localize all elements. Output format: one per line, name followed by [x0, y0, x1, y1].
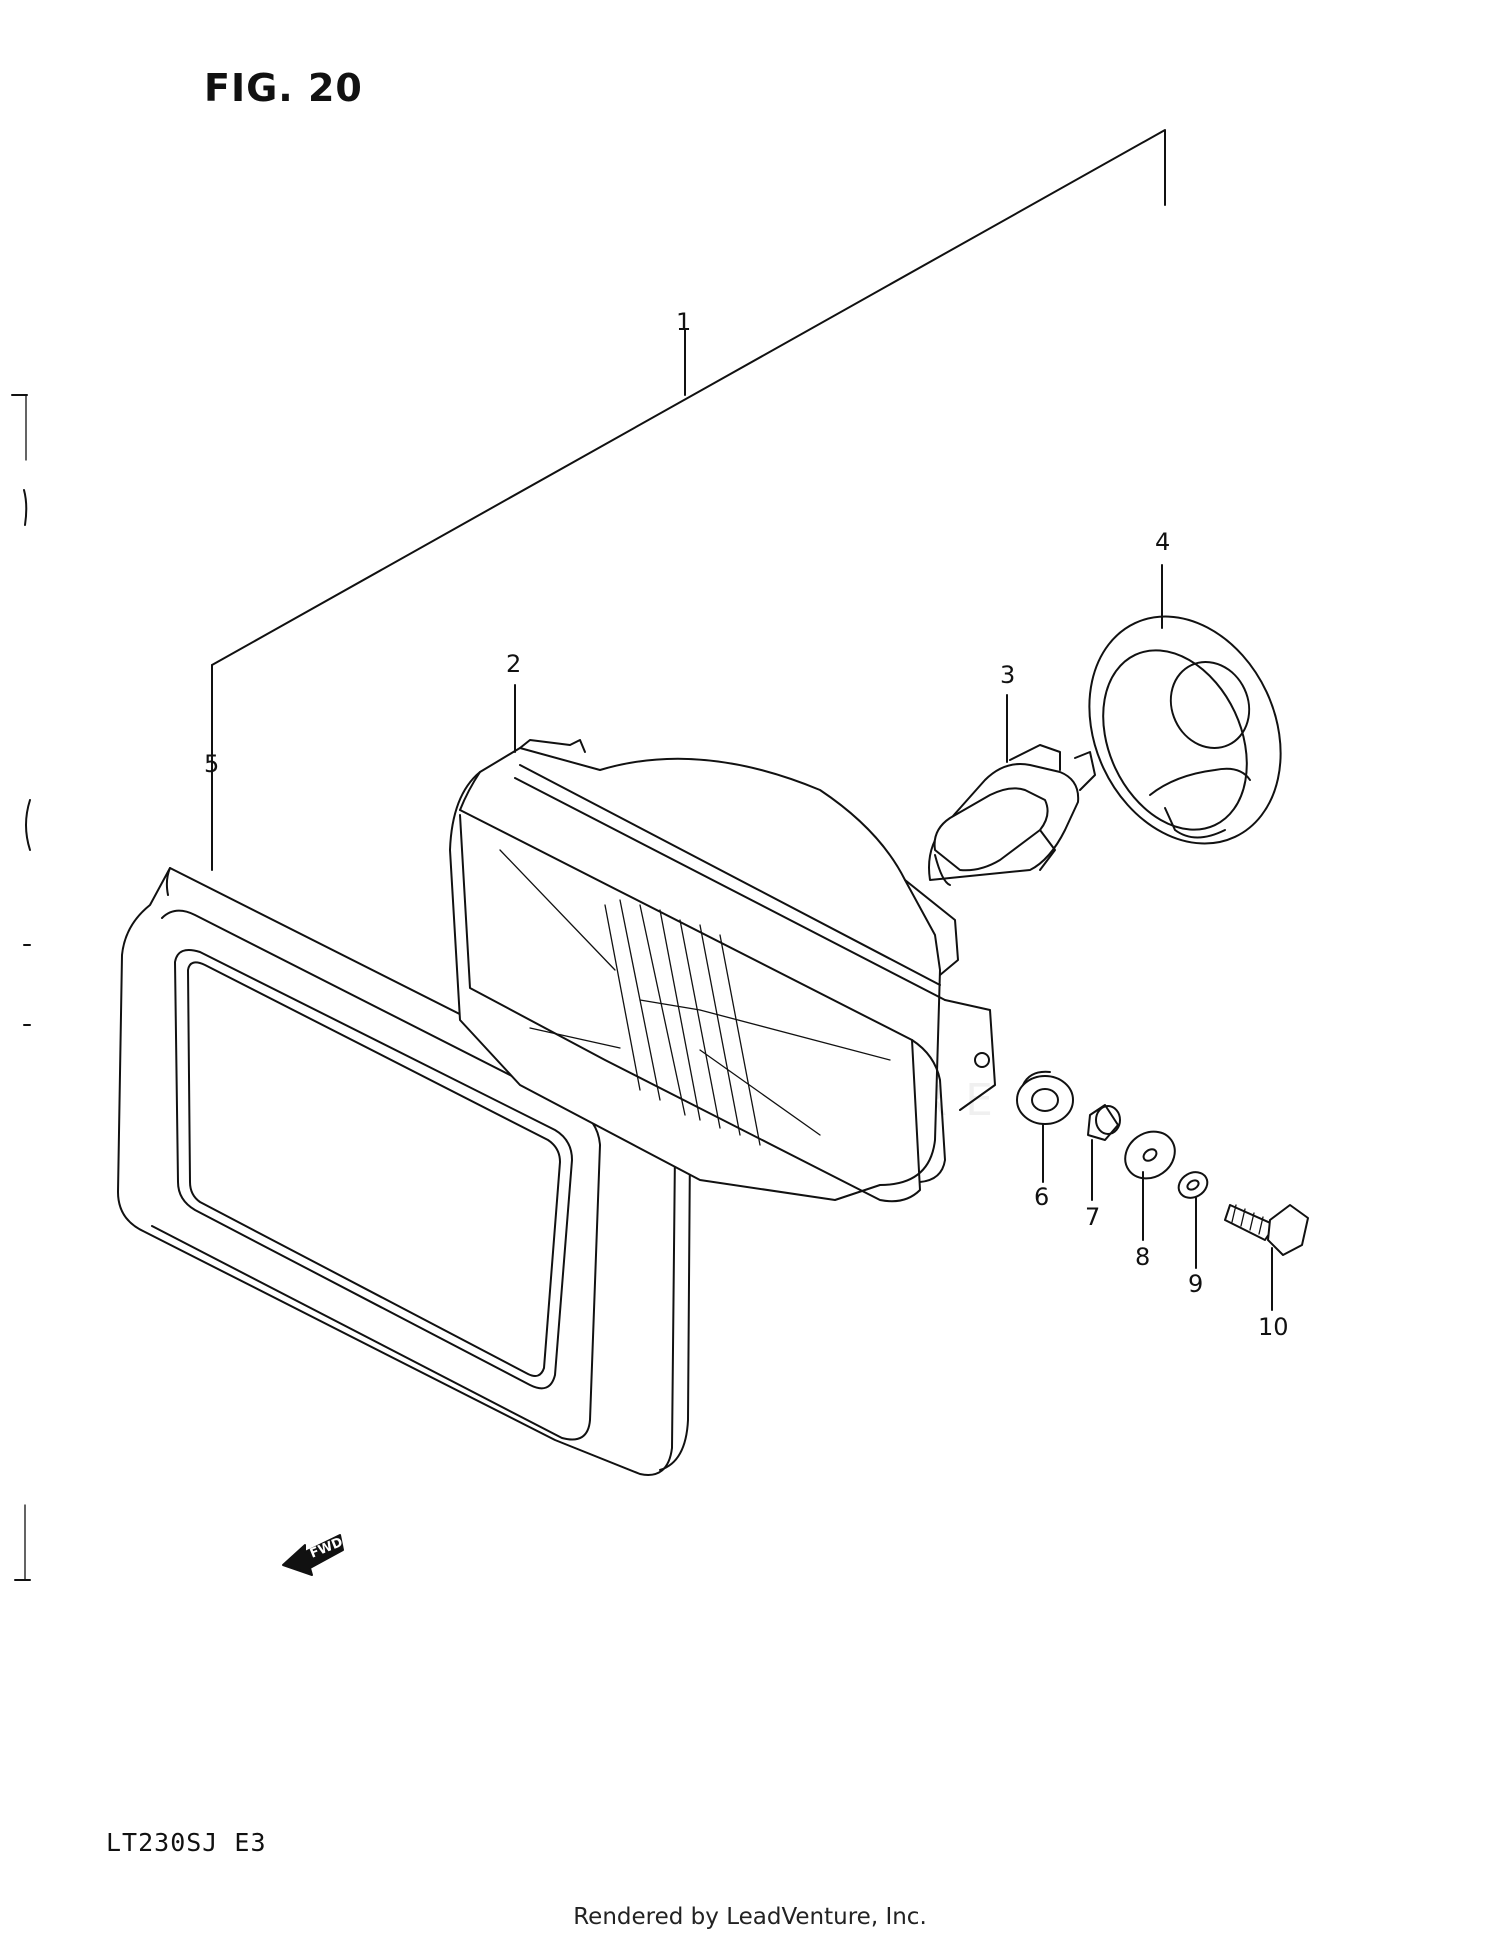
assembly-bracket: [211, 129, 1166, 871]
scan-margin-marks: [11, 394, 31, 1581]
callout-5: 5: [204, 750, 219, 778]
callout-9: 9: [1188, 1270, 1203, 1298]
flat-washer: [1124, 1130, 1176, 1180]
forward-direction-arrow: FWD: [282, 1534, 345, 1576]
headlight-unit: [449, 739, 996, 1203]
hex-bolt: [1224, 1204, 1309, 1256]
figure-title: FIG. 20: [204, 66, 363, 110]
callout-2: 2: [506, 650, 521, 678]
callout-6: 6: [1034, 1183, 1049, 1211]
callout-1: 1: [676, 308, 691, 336]
callout-8: 8: [1135, 1243, 1150, 1271]
callout-4: 4: [1155, 528, 1170, 556]
model-code: LT230SJ E3: [106, 1828, 267, 1857]
socket-cover: [1088, 615, 1282, 845]
callout-10: 10: [1258, 1313, 1289, 1341]
headlight-bulb: [928, 744, 1096, 886]
lock-washer: [1177, 1171, 1209, 1199]
grommet: [1016, 1070, 1074, 1125]
leader-lines: [514, 564, 1273, 1311]
render-credit: Rendered by LeadVenture, Inc.: [573, 1904, 927, 1930]
callout-3: 3: [1000, 661, 1015, 689]
collar-spacer: [1087, 1104, 1121, 1141]
callout-7: 7: [1085, 1203, 1100, 1231]
